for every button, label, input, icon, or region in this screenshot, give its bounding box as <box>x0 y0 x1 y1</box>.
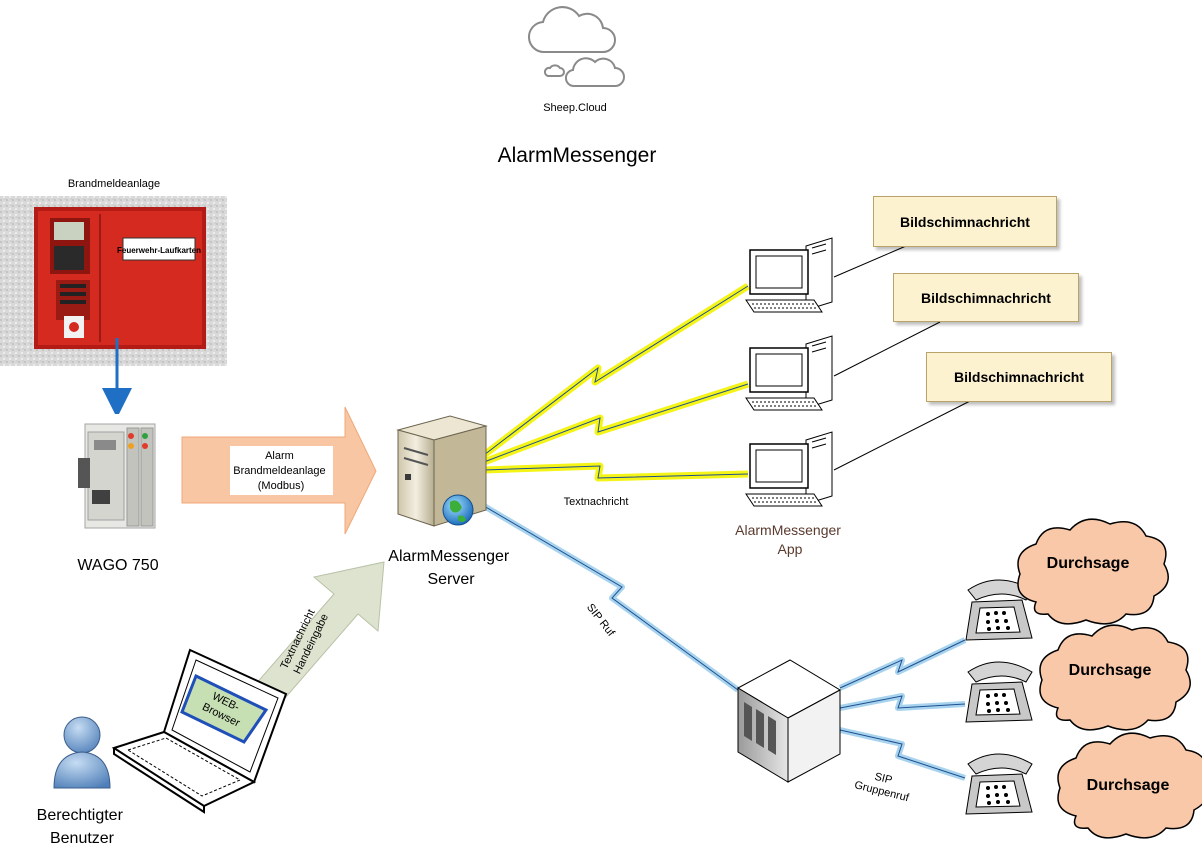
link-bolt-to-phone1 <box>838 637 967 691</box>
laptop-icon <box>111 648 288 814</box>
web-browser-window: WEB- Browser <box>180 673 269 744</box>
pc-icon <box>745 431 833 507</box>
sip-group-link-label: SIP Gruppenruf <box>853 767 914 805</box>
svg-text:Durchsage: Durchsage <box>1047 555 1130 572</box>
modbus-arrow-label-box <box>230 446 333 495</box>
user-icon <box>53 716 111 789</box>
link-bolt-to-pc3 <box>483 462 749 482</box>
cloud-icon <box>527 6 625 88</box>
pc-icon <box>745 335 833 411</box>
svg-text:Durchsage: Durchsage <box>1087 777 1170 794</box>
callout-line <box>833 245 907 278</box>
fire-panel-caption: Brandmeldeanlage <box>68 178 160 190</box>
link-bolt-sip <box>482 503 740 693</box>
modbus-arrow-label: Alarm Brandmeldeanlage (Modbus) <box>233 450 328 492</box>
server-icon <box>396 415 488 527</box>
text-message-link-label: Textnachricht <box>564 496 629 508</box>
announcement-cloud: Durchsage <box>1057 732 1202 839</box>
link-bolt-to-pc2 <box>482 380 750 466</box>
phone-icon <box>965 579 1033 641</box>
link-bolt-to-phone3 <box>839 727 966 781</box>
screen-message-box: Bildschimnachricht <box>926 352 1112 402</box>
announcement-cloud: Durchsage <box>1017 518 1169 625</box>
sip-link-label: SIP Ruf <box>584 602 617 640</box>
callout-line <box>833 321 941 377</box>
server-label: AlarmMessenger Server <box>388 548 513 588</box>
screen-message-box: Bildschimnachricht <box>873 196 1057 247</box>
cloud-label: Sheep.Cloud <box>543 102 607 114</box>
link-bolt-to-pc1 <box>481 283 750 458</box>
svg-text:Durchsage: Durchsage <box>1069 662 1152 679</box>
app-label: AlarmMessenger App <box>735 522 845 557</box>
wago-label: WAGO 750 <box>77 557 158 574</box>
pc-icon <box>745 237 833 313</box>
wago-controller-image <box>72 414 180 540</box>
screen-message-text: Bildschimnachricht <box>921 289 1051 306</box>
diagram-title: AlarmMessenger <box>498 144 657 167</box>
svg-text:SIP Gruppenruf: SIP Gruppenruf <box>853 767 914 805</box>
fire-alarm-panel-image: Feuerwehr-Laufkarten <box>0 196 227 366</box>
callout-line <box>833 399 973 471</box>
manual-input-arrow <box>247 561 385 714</box>
fire-panel-door-label: Feuerwehr-Laufkarten <box>117 246 201 255</box>
phone-icon <box>965 753 1033 815</box>
announcement-cloud: Durchsage <box>1039 624 1191 731</box>
svg-text:SIP Ruf: SIP Ruf <box>584 602 617 640</box>
link-bolt-to-phone2 <box>839 693 966 711</box>
screen-message-box: Bildschimnachricht <box>893 273 1079 322</box>
pbx-server-icon <box>736 659 842 783</box>
screen-message-text: Bildschimnachricht <box>900 213 1030 230</box>
user-label: Berechtigter Benutzer <box>37 807 128 847</box>
screen-message-text: Bildschimnachricht <box>954 369 1084 385</box>
phone-icon <box>965 661 1033 723</box>
